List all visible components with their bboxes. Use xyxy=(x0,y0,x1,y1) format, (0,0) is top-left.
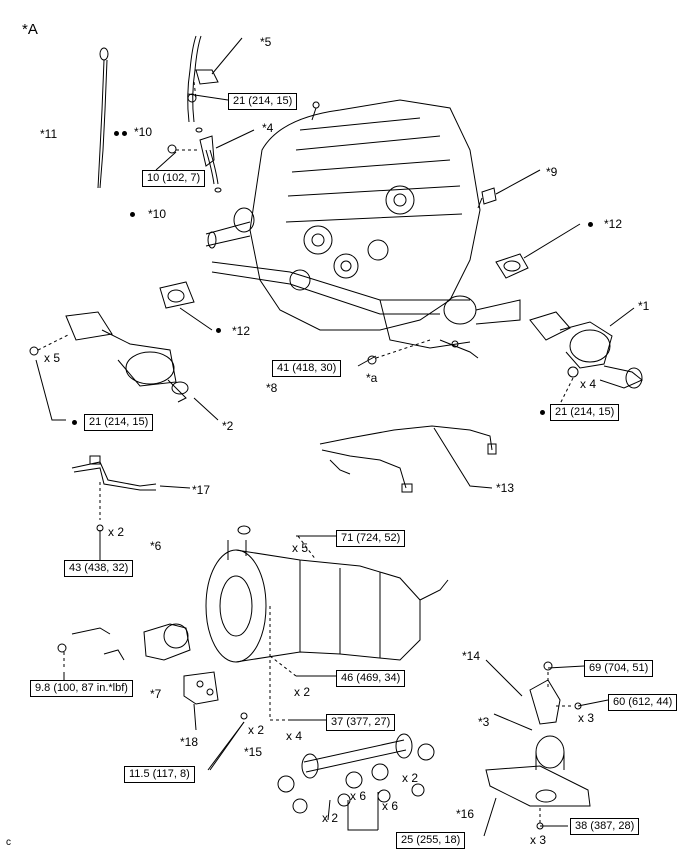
qty-x2-15a: x 2 xyxy=(322,811,339,825)
transmission-part xyxy=(205,525,449,663)
torque-box-6-bot: 46 (469, 34) xyxy=(336,670,406,687)
bullet-12a xyxy=(588,222,593,227)
callout-15: *15 xyxy=(244,745,263,759)
torque-box-7: 9.8 (100, 87 in.*lbf) xyxy=(30,680,133,697)
qty-x3-14: x 3 xyxy=(578,711,595,725)
engine-assembly xyxy=(205,99,521,359)
callout-16: *16 xyxy=(456,807,475,821)
torque-box-16: 38 (387, 28) xyxy=(570,818,640,835)
gasket-right-part xyxy=(495,223,581,279)
qty-x2-17: x 2 xyxy=(108,525,125,539)
callout-12b: *12 xyxy=(232,324,251,338)
callout-12a: *12 xyxy=(604,217,623,231)
qty-x2-18: x 2 xyxy=(248,723,265,737)
callout-11: *11 xyxy=(40,127,58,141)
callout-14: *14 xyxy=(462,649,481,663)
torque-box-6-top: 71 (724, 52) xyxy=(336,530,406,547)
torque-box-8: 41 (418, 30) xyxy=(272,360,342,377)
bracket-lower-part xyxy=(183,671,248,771)
bolt-part xyxy=(367,339,431,365)
callout-18: *18 xyxy=(180,735,199,749)
torque-box-2: 21 (214, 15) xyxy=(84,414,154,431)
gasket-left-part xyxy=(159,281,213,331)
wire-harness-part xyxy=(319,425,497,493)
bullet-12b xyxy=(216,328,221,333)
bullet-10b xyxy=(130,212,135,217)
callout-5: *5 xyxy=(260,35,272,49)
qty-x5-left: x 5 xyxy=(44,351,61,365)
qty-x4-right: x 4 xyxy=(580,377,597,391)
callout-1: *1 xyxy=(638,299,650,313)
callout-2: *2 xyxy=(222,419,234,433)
callout-8: *8 xyxy=(266,381,278,395)
callout-17: *17 xyxy=(192,483,211,497)
torque-box-15: 25 (255, 18) xyxy=(396,832,466,849)
qty-x2-15b: x 2 xyxy=(402,771,419,785)
qty-x4-trans: x 4 xyxy=(286,729,303,743)
torque-box-5: 21 (214, 15) xyxy=(228,93,298,110)
torque-box-18b: 11.5 (117, 8) xyxy=(124,766,195,783)
bullet-11 xyxy=(114,131,119,136)
bullet-10a xyxy=(122,131,127,136)
propeller-shaft-part xyxy=(277,733,435,831)
callout-13: *13 xyxy=(496,481,515,495)
callout-a: *a xyxy=(366,371,378,385)
torque-box-17: 43 (438, 32) xyxy=(64,560,134,577)
callout-9: *9 xyxy=(546,165,558,179)
callout-10a: *10 xyxy=(134,125,153,139)
callout-10b: *10 xyxy=(148,207,167,221)
qty-x2-trans: x 2 xyxy=(294,685,311,699)
bullet-1 xyxy=(540,410,545,415)
dipstick-part xyxy=(97,47,109,189)
footer-code: c xyxy=(6,837,11,848)
torque-box-14b: 60 (612, 44) xyxy=(608,694,678,711)
guide-bracket-part xyxy=(167,127,255,193)
engine-mount-part xyxy=(483,659,591,837)
harness-tube-part xyxy=(71,455,191,532)
exhaust-converter-right-part xyxy=(529,307,643,413)
torque-box-18a: 37 (377, 27) xyxy=(326,714,396,731)
callout-7: *7 xyxy=(150,687,162,701)
torque-box-1: 21 (214, 15) xyxy=(550,404,620,421)
figure-label: *A xyxy=(22,21,38,38)
qty-x6-15a: x 6 xyxy=(350,789,367,803)
callout-3: *3 xyxy=(478,715,490,729)
bullet-2 xyxy=(72,420,77,425)
qty-x3-16: x 3 xyxy=(530,833,547,847)
torque-box-4: 10 (102, 7) xyxy=(142,170,206,187)
qty-x5-trans: x 5 xyxy=(292,541,309,555)
exhaust-converter-left-part xyxy=(29,311,219,421)
callout-6: *6 xyxy=(150,539,162,553)
starter-part xyxy=(57,623,191,670)
qty-x6-15b: x 6 xyxy=(382,799,399,813)
bracket-part xyxy=(477,169,541,209)
torque-box-14a: 69 (704, 51) xyxy=(584,660,654,677)
callout-4: *4 xyxy=(262,121,274,135)
gauge-guide-part xyxy=(187,35,243,123)
